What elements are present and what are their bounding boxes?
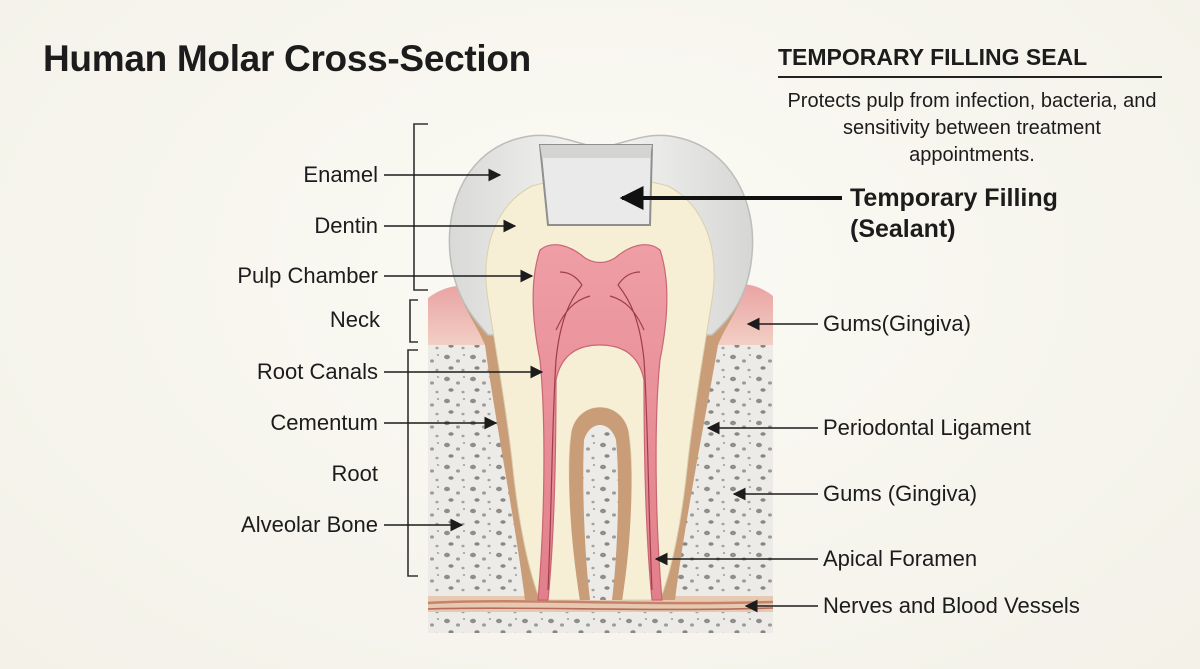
temporary-filling-label: Temporary Filling (Sealant)	[850, 184, 1058, 243]
pulp-chamber	[532, 244, 668, 601]
label-pulp-chamber: Pulp Chamber	[237, 263, 378, 288]
label-periodontal-ligament: Periodontal Ligament	[823, 415, 1031, 440]
page-title: Human Molar Cross-Section	[43, 38, 531, 79]
crown-bracket	[413, 123, 428, 291]
info-box-body: Protects pulp from infection, bacteria, …	[787, 90, 1157, 166]
label-root-canals: Root Canals	[256, 359, 378, 384]
neck-bracket	[409, 299, 418, 343]
info-box-heading: TEMPORARY FILLING SEAL	[778, 44, 1088, 70]
label-neck: Neck	[329, 307, 380, 332]
info-box-divider	[778, 76, 1162, 78]
root-bracket	[407, 349, 418, 577]
label-nerves-vessels: Nerves and Blood Vessels	[823, 593, 1080, 618]
label-apical-foramen: Apical Foramen	[823, 546, 978, 571]
label-gums-bottom: Gums (Gingiva)	[823, 481, 978, 506]
label-cementum: Cementum	[270, 410, 378, 435]
label-root: Root	[331, 461, 378, 486]
label-enamel: Enamel	[303, 162, 378, 187]
pulp-nerves	[547, 271, 653, 591]
label-alveolar-bone: Alveolar Bone	[241, 512, 378, 537]
label-gums-top: Gums(Gingiva)	[823, 311, 971, 336]
label-dentin: Dentin	[314, 213, 378, 238]
